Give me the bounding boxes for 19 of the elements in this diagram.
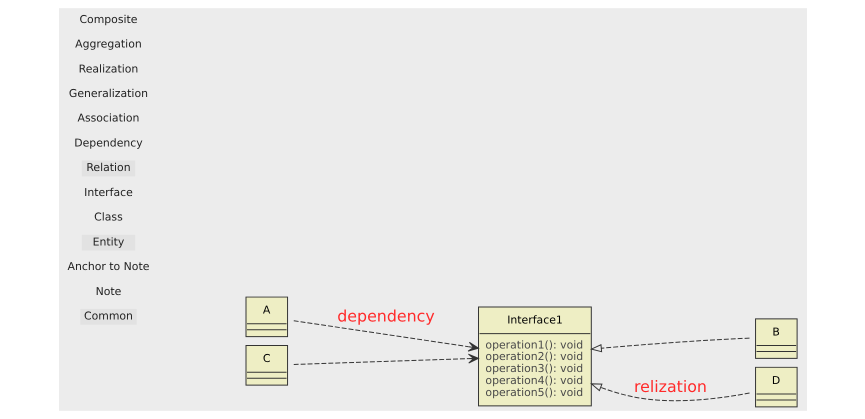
label: Generalization xyxy=(68,87,148,100)
label: Aggregation xyxy=(74,38,142,51)
arrow xyxy=(292,320,478,352)
label: Class xyxy=(94,210,122,224)
label: Interface xyxy=(84,186,132,199)
label: Common xyxy=(83,310,132,323)
label: Dependency xyxy=(74,136,142,150)
label: Entity xyxy=(92,235,124,248)
label: Association xyxy=(77,112,139,125)
edge-label: relization xyxy=(633,376,706,396)
arrow xyxy=(292,354,478,365)
label: Composite xyxy=(78,12,137,26)
arrow xyxy=(590,383,750,402)
arrow xyxy=(589,338,750,352)
label: Anchor to Note xyxy=(67,260,149,274)
label: Note xyxy=(95,284,121,298)
label: Realization xyxy=(78,62,138,76)
edge-label: dependency xyxy=(336,306,434,326)
label: Relation xyxy=(86,161,130,174)
